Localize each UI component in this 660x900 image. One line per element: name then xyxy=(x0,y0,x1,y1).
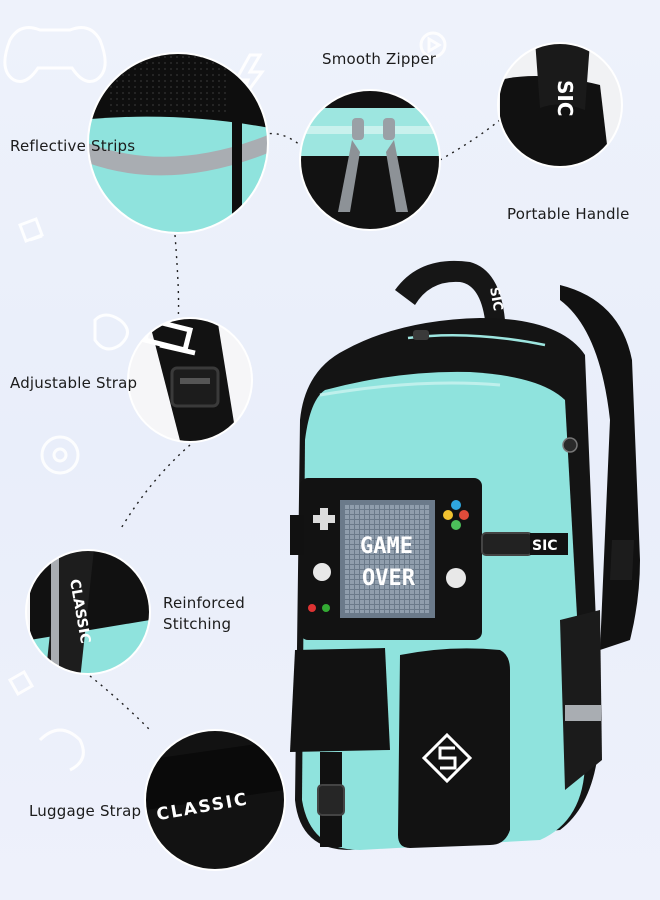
play-button-icon xyxy=(419,31,447,59)
label-reflective-strips: Reflective Strips xyxy=(10,137,136,155)
action-buttons-icon xyxy=(443,500,469,530)
label-smooth-zipper: Smooth Zipper xyxy=(322,50,437,68)
left-front-pocket xyxy=(290,648,390,847)
main-handle-label: SIC xyxy=(486,286,505,312)
usb-port-icon xyxy=(562,437,578,453)
handle-label: SIC xyxy=(553,80,577,117)
screen-text-line1: GAME xyxy=(360,534,413,559)
smooth-zipper-detail xyxy=(299,89,441,231)
adjustable-strap-detail xyxy=(127,317,253,443)
label-luggage-strap: Luggage Strap xyxy=(29,802,142,820)
label-stitching: Stitching xyxy=(163,615,232,633)
luggage-strap-detail: CLASSIC xyxy=(144,729,286,871)
side-buckle-icon: SIC xyxy=(481,532,568,556)
dpad-icon xyxy=(313,508,335,530)
console-panel: GAME OVER xyxy=(300,478,482,640)
logo-s-icon xyxy=(421,732,473,784)
backpack: SIC GAME OVER xyxy=(290,260,640,850)
right-front-pocket xyxy=(398,648,510,848)
buckle-icon xyxy=(170,366,220,408)
side-strap-label: SIC xyxy=(532,538,558,554)
reinforced-stitching-detail: CLASSIC xyxy=(25,549,151,675)
game-controller-icon xyxy=(3,26,107,83)
label-reinforced: Reinforced xyxy=(163,594,245,612)
reflective-strips-detail xyxy=(87,52,269,234)
joystick-icon xyxy=(7,217,129,772)
screen-text-line2: OVER xyxy=(362,566,416,591)
label-adjustable-strap: Adjustable Strap xyxy=(10,374,138,392)
portable-handle-detail: SIC xyxy=(497,42,623,168)
label-portable-handle: Portable Handle xyxy=(507,205,630,223)
zipper-pull-icon xyxy=(338,118,408,212)
